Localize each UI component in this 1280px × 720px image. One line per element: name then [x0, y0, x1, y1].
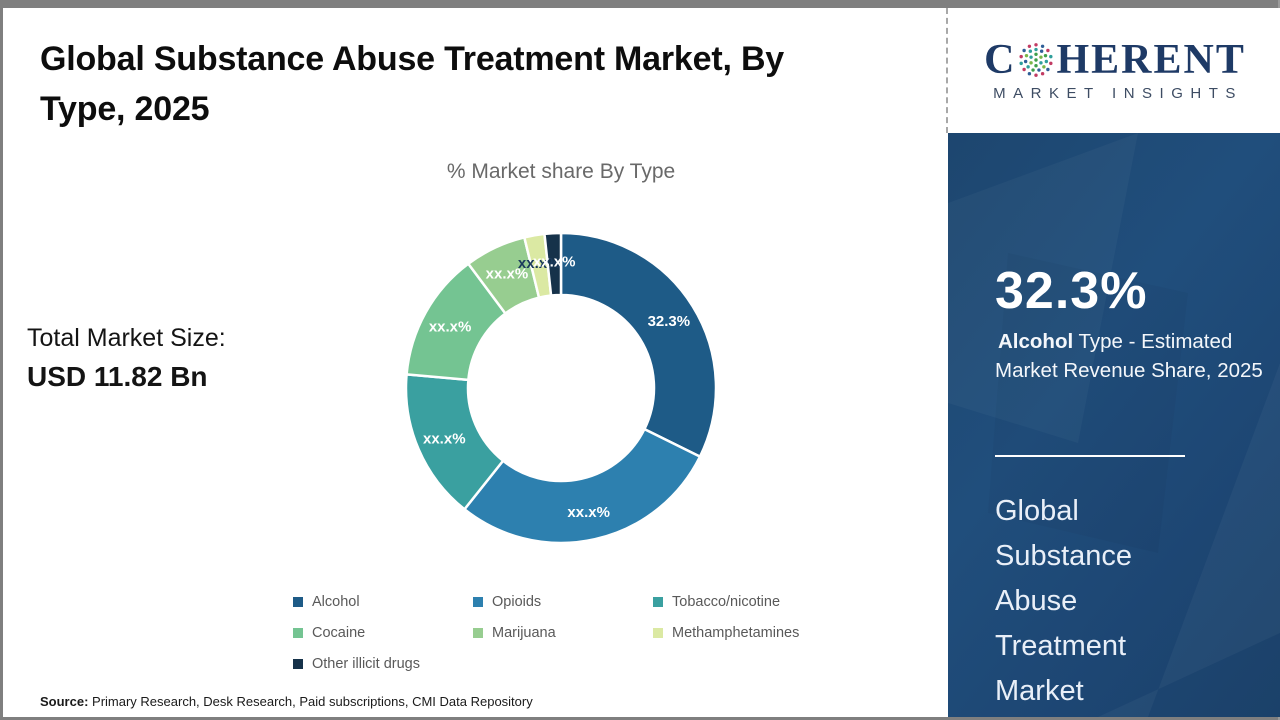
donut-label-other-illicit-drugs: xx.x%	[533, 253, 576, 270]
panel-market-name: Global Substance Abuse Treatment Market	[995, 495, 1133, 707]
globe-dot	[1039, 61, 1044, 65]
globe-dot	[1025, 53, 1029, 58]
donut-slice-other-illicit-drugs	[543, 231, 563, 297]
brand-logo: C HERENT	[984, 39, 1246, 81]
stat-highlight: Alcohol	[998, 330, 1074, 353]
globe-dot	[1019, 61, 1024, 66]
total-market-size-label: Total Market Size:	[27, 324, 226, 352]
legend-item-other-illicit-drugs: Other illicit drugs	[293, 656, 473, 672]
donut-label-alcohol: 32.3%	[648, 313, 691, 330]
globe-dot	[1031, 68, 1036, 72]
legend-item-methamphetamines: Methamphetamines	[653, 625, 903, 641]
stat-rest: Type - Estimated Market Revenue Share, 2…	[995, 330, 1263, 382]
chart-subtitle: % Market share By Type	[446, 160, 676, 183]
total-market-size: Total Market Size: USD 11.82 Bn	[27, 324, 226, 393]
globe-dot	[1034, 47, 1039, 52]
globe-dot	[1046, 48, 1051, 53]
globe-dot	[1041, 71, 1045, 76]
legend-item-cocaine: Cocaine	[293, 625, 473, 641]
donut-label-methamphetamines: xx.x%	[518, 255, 561, 272]
page-title-line2: Type, 2025	[40, 90, 210, 128]
legend-label: Alcohol	[312, 593, 360, 610]
legend-item-tobacco-nicotine: Tobacco/nicotine	[653, 594, 903, 610]
logo-text-herent: HERENT	[1056, 37, 1246, 83]
donut-label-opioids: xx.x%	[567, 504, 610, 521]
total-market-size-value: USD 11.82 Bn	[27, 361, 208, 392]
page-title-line1: Global Substance Abuse Treatment Market,…	[40, 40, 785, 78]
legend-label: Marijuana	[492, 624, 556, 641]
donut-label-tobacco-nicotine: xx.x%	[423, 430, 466, 447]
logo-text-c: C	[984, 37, 1017, 83]
frame-left	[0, 0, 3, 720]
globe-dot	[1026, 65, 1031, 69]
legend-swatch	[473, 627, 483, 638]
donut-chart-svg: 32.3%xx.x%xx.x%xx.x%xx.x%xx.x%xx.x%	[404, 231, 718, 545]
globe-dot	[1044, 53, 1048, 58]
globe-dot	[1028, 44, 1032, 49]
globe-dot	[1034, 63, 1039, 68]
globe-dot	[1028, 71, 1032, 76]
globe-icon	[1019, 43, 1054, 77]
donut-slice-alcohol	[559, 231, 718, 458]
legend-label: Other illicit drugs	[312, 655, 420, 672]
globe-dot	[1019, 54, 1024, 59]
source-line: Source: Primary Research, Desk Research,…	[40, 694, 533, 709]
legend-swatch	[293, 627, 303, 638]
globe-dot	[1041, 44, 1045, 49]
frame-top	[0, 0, 1280, 8]
page-title: Global Substance Abuse Treatment Market,…	[40, 34, 940, 134]
legend-item-marijuana: Marijuana	[473, 625, 653, 641]
legend-swatch	[653, 596, 663, 607]
donut-chart: 32.3%xx.x%xx.x%xx.x%xx.x%xx.x%xx.x%	[391, 218, 731, 558]
sidebar-dashed-divider	[946, 8, 948, 133]
globe-dot	[1034, 43, 1039, 47]
stat-value: 32.3%	[995, 262, 1148, 320]
globe-dot	[1049, 61, 1054, 66]
panel-divider	[995, 455, 1185, 457]
globe-dot	[1034, 52, 1039, 57]
legend-swatch	[473, 596, 483, 607]
legend-swatch	[293, 658, 303, 669]
legend-label: Cocaine	[312, 624, 366, 641]
globe-dot	[1022, 67, 1027, 72]
legend-item-opioids: Opioids	[473, 594, 653, 610]
globe-dot	[1034, 73, 1039, 77]
brand-logo-area: C HERENT MARKET INSIGHTS	[950, 8, 1280, 133]
globe-dot	[1029, 61, 1034, 65]
globe-dot	[1042, 65, 1047, 69]
globe-dot	[1049, 54, 1054, 59]
legend-label: Tobacco/nicotine	[672, 593, 781, 610]
legend-swatch	[653, 627, 663, 638]
sidebar-panel: 32.3% Alcohol Type - Estimated Market Re…	[948, 133, 1280, 717]
globe-dot	[1037, 68, 1042, 72]
legend-label: Opioids	[492, 593, 542, 610]
legend-swatch	[293, 596, 303, 607]
globe-dot	[1029, 49, 1033, 53]
globe-dot	[1046, 67, 1051, 72]
globe-dot	[1039, 55, 1044, 59]
donut-label-marijuana: xx.x%	[486, 265, 529, 282]
logo-subtitle: MARKET INSIGHTS	[993, 85, 1243, 102]
source-prefix: Source:	[40, 694, 89, 709]
globe-dot	[1034, 58, 1039, 62]
legend-label: Methamphetamines	[672, 624, 800, 641]
globe-dot	[1024, 59, 1028, 64]
source-text: Primary Research, Desk Research, Paid su…	[88, 694, 533, 709]
stat-description: Alcohol Type - Estimated Market Revenue …	[995, 327, 1263, 385]
legend-item-alcohol: Alcohol	[293, 594, 473, 610]
donut-label-cocaine: xx.x%	[429, 318, 472, 335]
donut-slice-opioids	[463, 427, 702, 545]
globe-dot	[1040, 49, 1044, 53]
frame-bottom	[0, 717, 1280, 720]
globe-dot	[1045, 59, 1049, 64]
globe-dot	[1029, 55, 1034, 59]
globe-dot	[1022, 48, 1027, 53]
